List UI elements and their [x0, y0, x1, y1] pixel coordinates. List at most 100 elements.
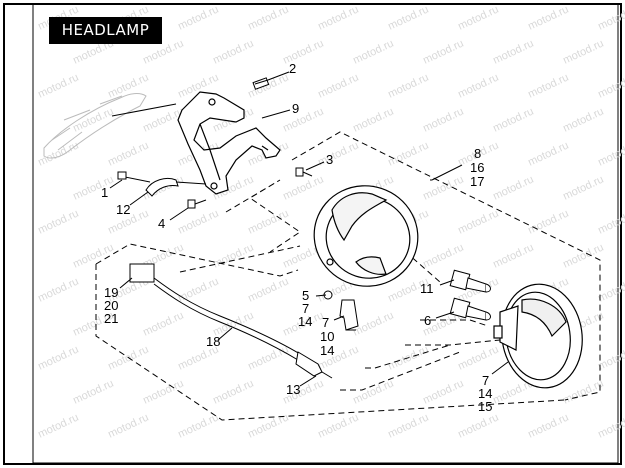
watermark-text: motod.ru — [36, 139, 80, 168]
callout-17: 17 — [470, 174, 484, 189]
watermark-text: motod.ru — [491, 105, 535, 134]
watermark-text: motod.ru — [176, 3, 220, 32]
frame-sketch — [43, 93, 177, 159]
callout-5: 5 — [302, 288, 309, 303]
watermark-text: motod.ru — [561, 173, 605, 202]
watermark-text: motod.ru — [36, 275, 80, 304]
watermark-text: motod.ru — [421, 173, 465, 202]
callout-2: 2 — [289, 61, 296, 76]
watermark-text: motod.ru — [211, 377, 255, 406]
watermark-text: motod.ru — [561, 241, 605, 270]
watermark-text: motod.ru — [421, 377, 465, 406]
watermark-text: motod.ru — [526, 71, 570, 100]
callout-14-right: 14 — [478, 386, 492, 401]
watermark-text: motod.ru — [351, 105, 395, 134]
watermark-text: motod.ru — [491, 241, 535, 270]
watermark-text: motod.ru — [246, 275, 290, 304]
watermark-text: motod.ru — [316, 411, 360, 440]
watermark-text: motod.ru — [526, 3, 570, 32]
callout-6: 6 — [424, 313, 431, 328]
inner-border — [32, 3, 619, 464]
callout-19: 19 — [104, 285, 118, 300]
watermark-text: motod.ru — [421, 105, 465, 134]
watermark-text: motod.ru — [71, 173, 115, 202]
callout-12: 12 — [116, 202, 130, 217]
screw-part-3 — [295, 167, 313, 177]
bulb-parts — [449, 269, 491, 321]
bolt-part — [252, 77, 270, 90]
watermark-text: motod.ru — [561, 37, 605, 66]
watermark-text: motod.ru — [246, 343, 290, 372]
watermark-text: motod.ru — [36, 343, 80, 372]
watermark-text: motod.ru — [106, 411, 150, 440]
watermark-text: motod.ru — [386, 71, 430, 100]
watermark-text: motod.ru — [176, 275, 220, 304]
callout-3: 3 — [326, 152, 333, 167]
headlamp-lens-assembly — [493, 283, 583, 389]
watermark-text: motod.ru — [456, 343, 500, 372]
callout-14-mid: 14 — [320, 343, 334, 358]
wiring-harness — [129, 263, 333, 379]
callout-9: 9 — [292, 101, 299, 116]
callout-14-left: 14 — [298, 314, 312, 329]
callout-7-right: 7 — [482, 373, 489, 388]
callout-8: 8 — [474, 146, 481, 161]
watermark-text: motod.ru — [246, 71, 290, 100]
watermark-text: motod.ru — [211, 37, 255, 66]
watermark-text: motod.ru — [456, 207, 500, 236]
callout-21: 21 — [104, 311, 118, 326]
callout-13: 13 — [286, 382, 300, 397]
screw-part — [187, 199, 207, 209]
watermark-text: motod.ru — [456, 411, 500, 440]
watermark-text: motod.ru — [106, 71, 150, 100]
watermark-text: motod.ru — [526, 411, 570, 440]
watermark-text: motod.ru — [491, 173, 535, 202]
callout-11: 11 — [420, 281, 434, 296]
watermark-text: motod.ru — [561, 377, 605, 406]
diagram-title: HEADLAMP — [49, 17, 162, 44]
callout-7-left: 7 — [302, 301, 309, 316]
watermark-text: motod.ru — [386, 139, 430, 168]
watermark-text: motod.ru — [71, 377, 115, 406]
watermark-text: motod.ru — [106, 139, 150, 168]
watermark-text: motod.ru — [176, 411, 220, 440]
watermark-text: motod.ru — [421, 37, 465, 66]
callout-10: 10 — [320, 329, 334, 344]
watermark-text: motod.ru — [351, 377, 395, 406]
watermark-text: motod.ru — [281, 37, 325, 66]
watermark-text: motod.ru — [316, 71, 360, 100]
watermark-text: motod.ru — [316, 3, 360, 32]
watermark-text: motod.ru — [491, 37, 535, 66]
watermark-text: motod.ru — [386, 411, 430, 440]
watermark-text: motod.ru — [526, 207, 570, 236]
callout-1: 1 — [101, 185, 108, 200]
watermark-text: motod.ru — [561, 105, 605, 134]
watermark-text: motod.ru — [456, 71, 500, 100]
watermark-text: motod.ru — [141, 309, 185, 338]
watermark-text: motod.ru — [526, 139, 570, 168]
watermark-text: motod.ru — [386, 3, 430, 32]
watermark-text: motod.ru — [351, 37, 395, 66]
mounting-bracket — [177, 91, 281, 195]
callout-7-mid: 7 — [322, 315, 329, 330]
watermark-text: motod.ru — [141, 377, 185, 406]
watermark-text: motod.ru — [246, 411, 290, 440]
watermark-text: motod.ru — [36, 207, 80, 236]
watermark-text: motod.ru — [456, 3, 500, 32]
headlamp-housing — [313, 185, 419, 287]
clamp-part — [117, 171, 207, 197]
callout-4: 4 — [158, 216, 165, 231]
watermark-text: motod.ru — [246, 207, 290, 236]
watermark-text: motod.ru — [246, 3, 290, 32]
callout-labels: 2 9 3 8 16 17 1 12 4 11 6 5 7 14 7 10 14… — [101, 61, 492, 414]
callout-18: 18 — [206, 334, 220, 349]
watermark-text: motod.ru — [316, 139, 360, 168]
watermark-text: motod.ru — [281, 105, 325, 134]
watermark-text: motod.ru — [281, 173, 325, 202]
callout-20: 20 — [104, 298, 118, 313]
watermark-text: motod.ru — [36, 411, 80, 440]
watermark-text: motod.ru — [36, 71, 80, 100]
leader-lines — [109, 71, 509, 387]
